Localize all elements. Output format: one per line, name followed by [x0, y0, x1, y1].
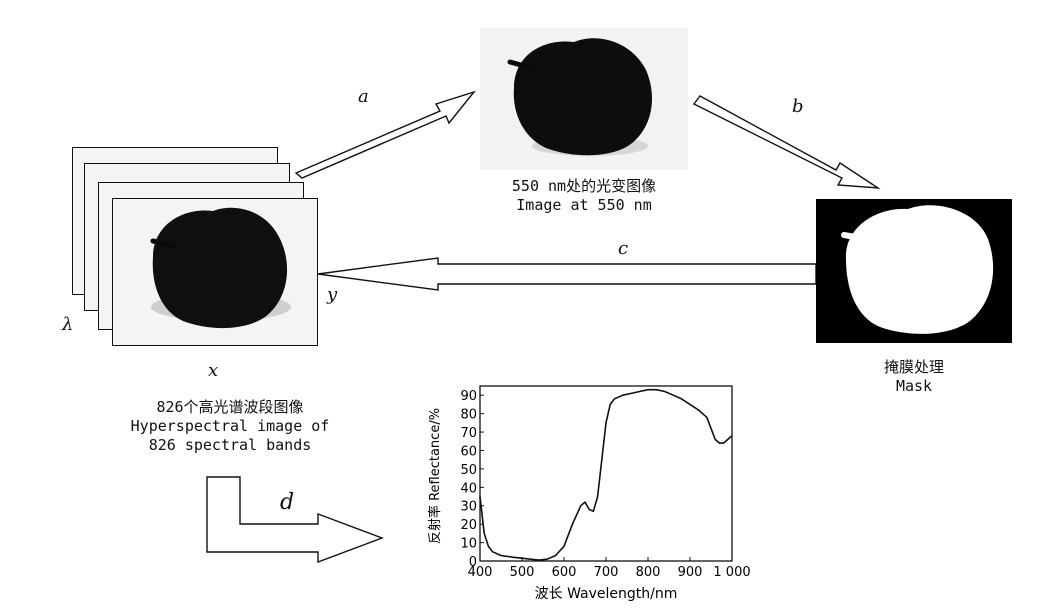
hyperspectral-caption-en-1: Hyperspectral image of — [130, 417, 330, 435]
arrow-d-label: d — [280, 490, 295, 515]
apple-image-550 — [507, 38, 652, 156]
y-tick-label: 0 — [469, 555, 477, 570]
arrow-a — [294, 90, 477, 179]
axis-x-label: x — [208, 360, 219, 381]
apple-image-band — [150, 207, 291, 329]
y-tick-label: 30 — [460, 500, 477, 515]
apple-body — [152, 207, 288, 329]
hyperspectral-caption: 826个高光谱波段图像 Hyperspectral image of 826 s… — [100, 398, 360, 455]
mask-apple-shape — [845, 205, 994, 334]
y-tick-label: 60 — [460, 444, 477, 459]
mask-caption-en: Mask — [895, 377, 933, 395]
axis-lambda-label: λ — [62, 314, 74, 335]
image-550nm — [480, 28, 688, 170]
hyperspectral-caption-en-2: 826 spectral bands — [148, 436, 312, 454]
mask-image — [816, 199, 1012, 343]
y-axis-label: 反射率 Reflectance/% — [427, 408, 443, 544]
apple-body-550 — [513, 38, 652, 156]
arrow-a-label: a — [358, 86, 369, 107]
x-tick-label: 900 — [678, 565, 703, 580]
hyperspectral-caption-cn: 826个高光谱波段图像 — [156, 398, 304, 416]
apple-stem — [150, 238, 178, 249]
image-550-caption-cn: 550 nm处的光变图像 — [511, 177, 657, 195]
x-tick-label: 400 — [468, 565, 493, 580]
reflectance-chart: 0 10 20 30 40 50 60 70 80 90 400 500 600 700 800 900 1 … — [427, 385, 751, 602]
apple-stem-550 — [507, 59, 535, 71]
y-tick-label: 80 — [460, 408, 477, 423]
band-frame-4 — [112, 198, 318, 346]
x-tick-label: 1 000 — [713, 565, 750, 580]
axis-y-label: y — [327, 284, 338, 305]
x-axis-ticks: 400 500 600 700 800 900 1 000 — [468, 557, 751, 580]
y-tick-label: 90 — [460, 389, 477, 404]
x-tick-label: 500 — [510, 565, 535, 580]
arrow-c-label: c — [618, 238, 629, 259]
y-tick-label: 70 — [460, 426, 477, 441]
mask-stem-shape — [841, 232, 869, 242]
series-layer — [479, 388, 733, 561]
reflectance-series-line — [479, 388, 733, 561]
x-tick-label: 800 — [636, 565, 661, 580]
plot-area-border — [479, 385, 733, 562]
y-tick-label: 50 — [460, 463, 477, 478]
y-tick-label: 20 — [460, 518, 477, 533]
plot-frame — [479, 385, 733, 562]
mask-caption-cn: 掩膜处理 — [883, 358, 944, 376]
x-tick-label: 600 — [552, 565, 577, 580]
image-550-caption-en: Image at 550 nm — [516, 196, 652, 214]
y-tick-label: 10 — [460, 537, 477, 552]
y-axis-ticks: 0 10 20 30 40 50 60 70 80 90 — [460, 389, 484, 570]
mask-silhouette — [841, 205, 994, 334]
x-tick-label: 700 — [594, 565, 619, 580]
x-axis-label: 波长 Wavelength/nm — [535, 586, 678, 602]
y-tick-label: 40 — [460, 481, 477, 496]
image-550-caption: 550 nm处的光变图像 Image at 550 nm — [480, 177, 688, 215]
arrow-b — [692, 95, 881, 189]
arrow-c — [317, 257, 817, 291]
arrow-b-label: b — [792, 96, 804, 117]
mask-caption: 掩膜处理 Mask — [816, 358, 1012, 396]
arrow-d — [206, 476, 384, 564]
